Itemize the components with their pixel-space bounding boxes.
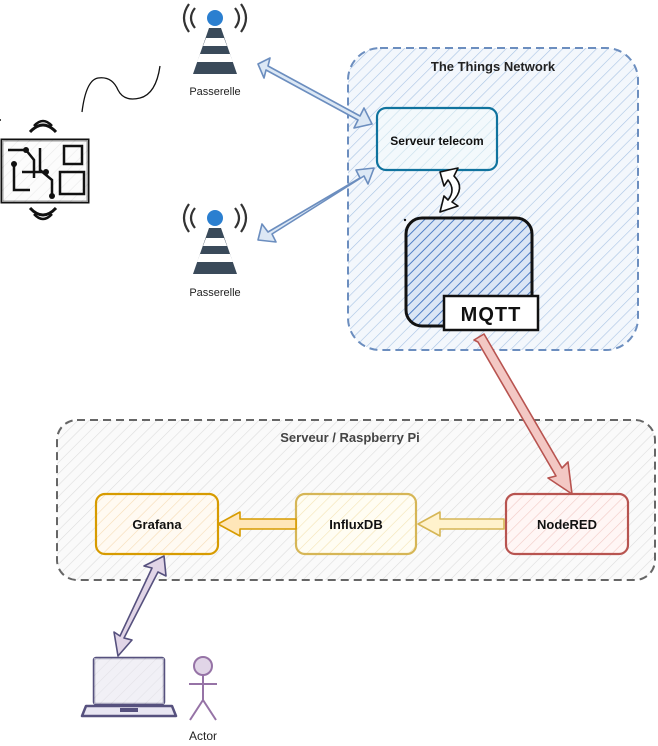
iot-board-icon — [0, 65, 161, 221]
antenna-tower-icon — [182, 203, 248, 274]
gateway-1: Passerelle — [182, 3, 248, 98]
link-telecom-mqtt — [439, 167, 461, 213]
influxdb-node: InfluxDB — [294, 492, 418, 556]
gateway-2: Passerelle — [182, 203, 248, 299]
gateway-1-label: Passerelle — [189, 86, 240, 98]
grafana-label: Grafana — [132, 517, 182, 532]
ttn-group-title: The Things Network — [431, 59, 556, 74]
gateway-2-label: Passerelle — [189, 287, 240, 299]
laptop-icon — [80, 656, 178, 718]
grafana-node: Grafana — [94, 492, 220, 556]
mqtt-label: MQTT — [461, 304, 522, 326]
influxdb-label: InfluxDB — [329, 517, 382, 532]
antenna-tower-icon — [182, 3, 248, 74]
link-influxdb-grafana — [217, 511, 297, 537]
nodered-node: NodeRED — [504, 492, 630, 556]
telecom-server-label: Serveur telecom — [390, 134, 483, 148]
actor-figure: Actor — [189, 656, 217, 743]
server-group-title: Serveur / Raspberry Pi — [280, 430, 419, 445]
actor-label: Actor — [189, 729, 217, 743]
nodered-label: NodeRED — [537, 517, 597, 532]
telecom-server-node: Serveur telecom — [375, 106, 499, 172]
link-grafana-laptop — [113, 555, 167, 657]
link-nodered-influxdb — [417, 511, 505, 537]
mqtt-broker-node: MQTT — [404, 216, 540, 332]
link-gateway1-telecom — [257, 57, 373, 129]
link-gateway2-telecom — [257, 167, 375, 243]
